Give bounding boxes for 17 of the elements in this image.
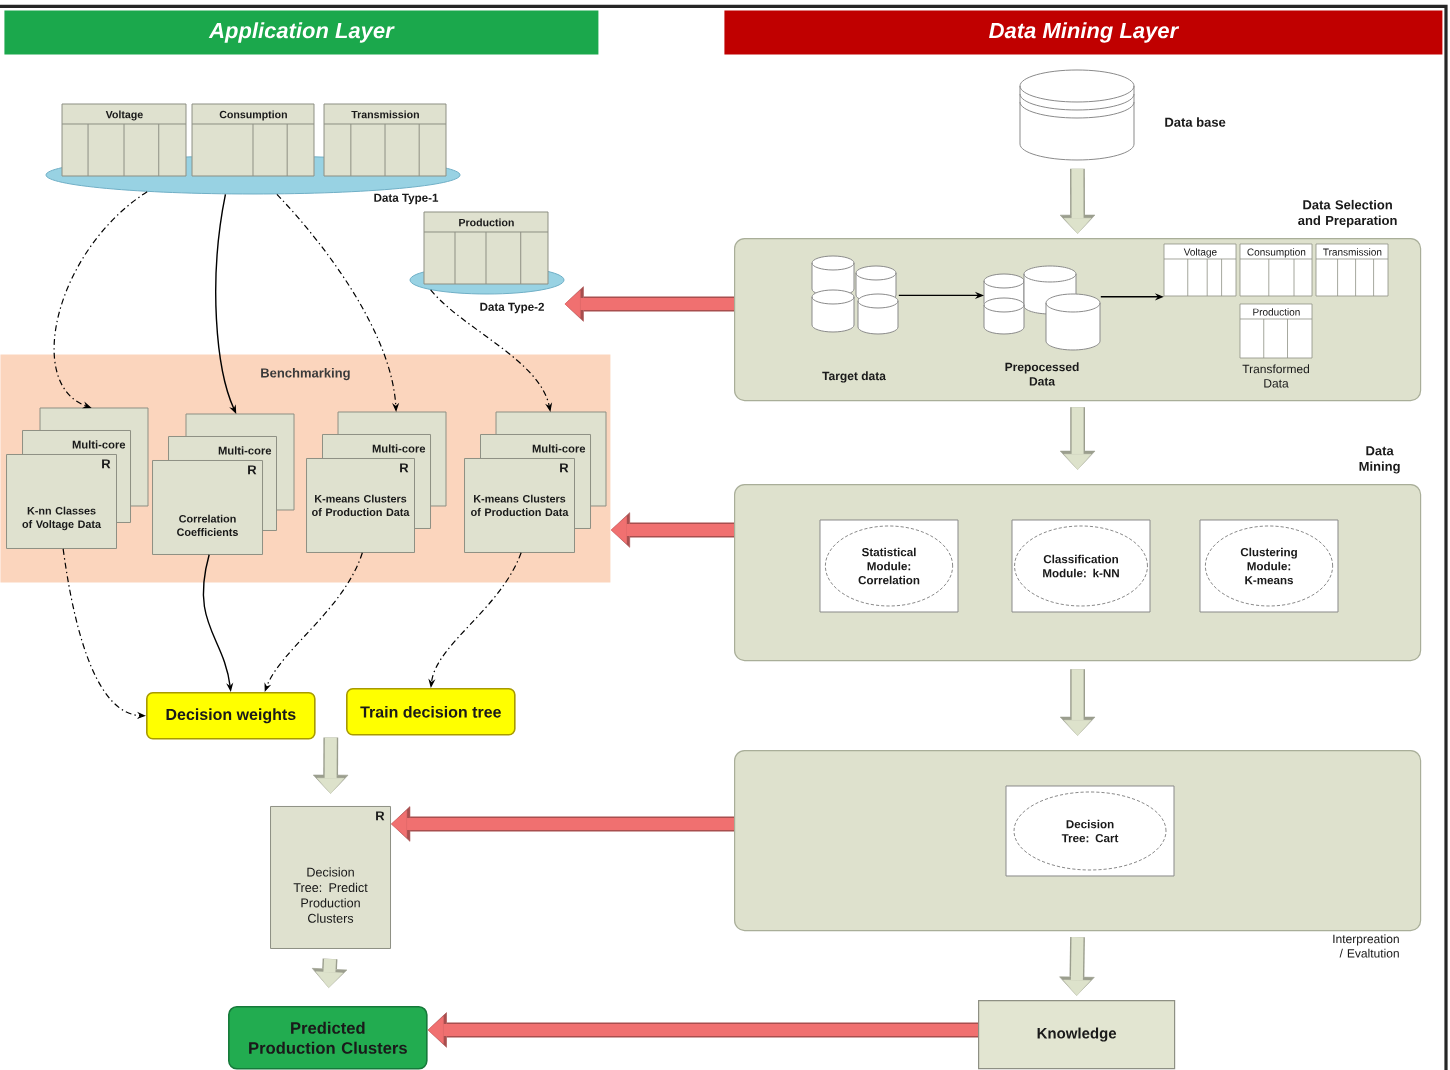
process-box: Decision weights bbox=[146, 692, 316, 740]
result-box: Predicted Production Clusters bbox=[228, 1006, 428, 1070]
arrow bbox=[264, 552, 363, 692]
process-box: Train decision tree bbox=[346, 688, 516, 736]
layer-header: Data Mining Layer bbox=[724, 10, 1443, 55]
block-arrow bbox=[1059, 937, 1095, 996]
block-arrow bbox=[311, 958, 348, 988]
layer-header: Application Layer bbox=[4, 10, 599, 55]
block-arrow bbox=[610, 512, 734, 548]
block-arrow bbox=[1059, 168, 1096, 234]
block-arrow bbox=[1059, 669, 1096, 736]
block-arrow bbox=[391, 806, 734, 842]
block-arrow bbox=[1059, 407, 1096, 470]
block-arrow bbox=[427, 1012, 978, 1048]
block-arrow bbox=[564, 286, 734, 322]
arrow bbox=[53, 191, 148, 409]
block-arrow bbox=[313, 737, 349, 794]
